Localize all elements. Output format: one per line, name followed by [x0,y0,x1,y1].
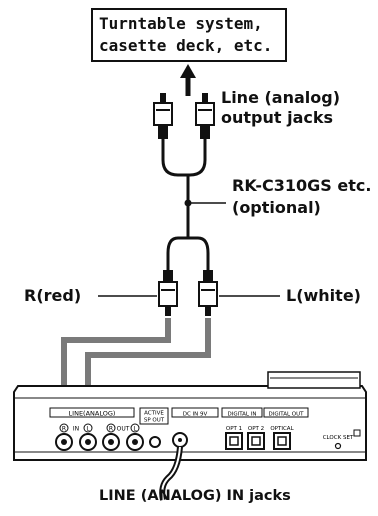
active-sp-out-label-frame [139,407,169,425]
optical-label: OPTICAL [270,426,294,432]
red-plug-label: R(red) [24,286,82,305]
line-in-l-jack [79,433,97,451]
dc-in-label: DC IN 9V [183,412,208,418]
white-plug-label: L(white) [286,286,361,305]
in-label: IN [73,426,79,433]
svg-text:L: L [86,426,90,433]
line-in-jacks-caption: LINE (ANALOG) IN jacks [99,488,291,504]
signal-arrow-up [180,64,196,96]
source-device-box: Turntable system, casette deck, etc. [91,8,287,62]
out-r-badge: R [106,423,116,433]
svg-text:L: L [133,426,137,433]
optical-out-port [273,432,291,450]
sp-out-label: SP OUT [144,418,165,424]
digital-out-label-frame [263,407,309,418]
out-label: OUT [117,426,130,433]
line-analog-label-frame [49,407,135,418]
out-l-badge: L [130,423,140,433]
optical-in-2-port [247,432,265,450]
source-device-line2: casette deck, etc. [99,36,273,55]
line-out-l-jack [126,433,144,451]
svg-text:R: R [109,426,113,433]
dc-in-jack [172,432,188,448]
line-analog-label: LINE(ANALOG) [69,410,116,418]
active-label: ACTIVE [144,411,164,417]
cable-bottom-split [166,236,210,270]
line-out-r-jack [102,433,120,451]
in-l-badge: L [83,423,93,433]
active-sp-out-jack [149,436,161,448]
digital-in-label-frame [221,407,263,418]
top-rca-plug-right [195,93,215,139]
opt2-label: OPT 2 [248,426,264,432]
bottom-rca-plug-white [198,270,218,316]
cable-label-line1: RK-C310GS etc. [232,176,372,195]
cable-label-line2: (optional) [232,198,321,217]
clock-set-label: CLOCK SET [323,435,354,441]
digital-out-label: DIGITAL OUT [269,412,305,418]
white-connection-arrow [85,318,211,404]
output-jacks-label-line1: Line (analog) [221,88,341,107]
clock-set-button [334,442,342,450]
bottom-rca-plug-red [158,270,178,316]
output-jacks-label-line2: output jacks [221,108,334,127]
cable-top-split [161,139,207,238]
opt1-label: OPT 1 [226,426,242,432]
top-rca-plug-left [153,93,173,139]
digital-in-label: DIGITAL IN [228,412,257,418]
optical-in-1-port [225,432,243,450]
svg-text:R: R [62,426,66,433]
red-connection-arrow [61,318,171,404]
line-in-r-jack [55,433,73,451]
in-r-badge: R [59,423,69,433]
source-device-line1: Turntable system, [99,14,263,33]
dc-in-label-frame [171,407,219,418]
